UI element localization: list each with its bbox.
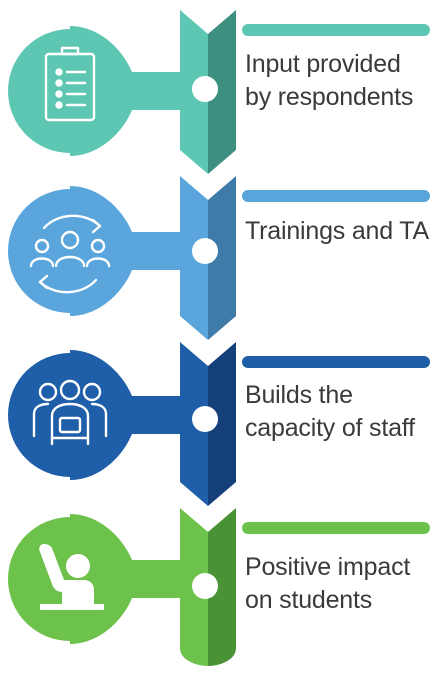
step-3-accent-bar [242,356,430,368]
step-3-label: Builds the capacity of staff [245,379,430,445]
step-2-band-shade [208,176,236,340]
step-2-label-line-1: Trainings and TA [245,217,429,245]
step-4 [8,508,430,666]
step-2-node [192,238,218,264]
step-1-label-line-2: by respondents [245,83,414,111]
student-raising-hand-icon [39,544,104,610]
step-3-badge [8,353,132,477]
step-4-band-shade [208,508,236,666]
step-1-label: Input provided by respondents [245,48,430,114]
step-4-node [192,573,218,599]
step-4-label-line-2: on students [245,586,373,614]
step-2-badge [8,189,132,313]
step-4-badge [8,517,132,641]
team-group-icon [32,379,108,446]
step-1-label-line-1: Input provided [245,50,401,78]
step-1-band-shade [208,10,236,174]
step-2-band [180,176,208,340]
step-1 [8,10,430,174]
step-2-accent-bar [242,190,430,202]
step-1-badge [8,29,132,153]
clipboard-checklist-icon [44,46,96,122]
step-1-accent-bar [242,24,430,36]
step-3-node [192,406,218,432]
people-cycle-icon [29,214,111,294]
step-3-label-line-2: capacity of staff [245,414,415,442]
step-4-label: Positive impact on students [245,551,430,617]
step-1-node [192,76,218,102]
step-3-label-line-1: Builds the [245,381,353,409]
step-2-label: Trainings and TA [245,215,430,248]
step-4-accent-bar [242,522,430,534]
step-2 [8,176,430,340]
step-3 [8,342,430,506]
step-4-label-line-1: Positive impact [245,553,411,581]
step-3-band-shade [208,342,236,506]
